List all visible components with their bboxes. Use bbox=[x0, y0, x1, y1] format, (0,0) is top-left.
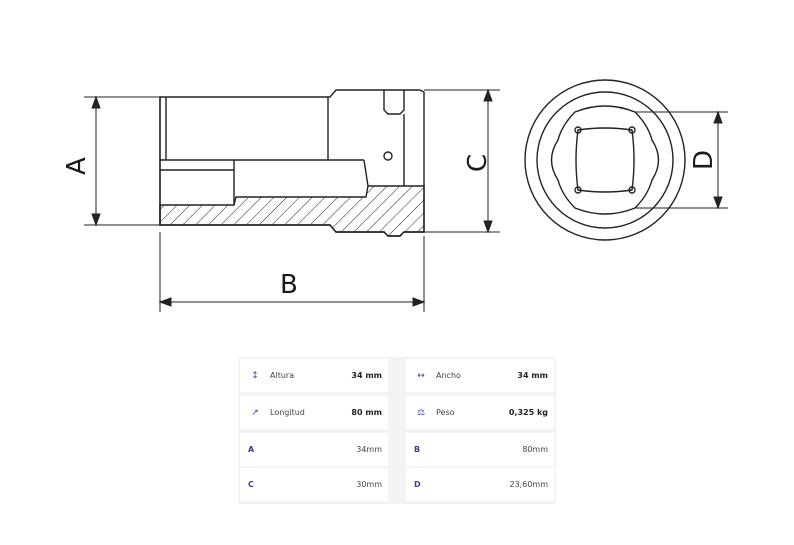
label-c: C bbox=[463, 154, 493, 172]
dimension-a bbox=[84, 95, 160, 227]
spec-row: A 34mm B 80mm bbox=[238, 433, 556, 467]
label-b: B bbox=[280, 270, 298, 300]
spec-value: 34 mm bbox=[351, 371, 382, 380]
socket-technical-drawing: A C B D bbox=[62, 79, 728, 312]
spec-cell-width: ↔ Ancho 34 mm bbox=[406, 359, 554, 392]
spec-key: A bbox=[248, 445, 255, 454]
spec-label: Ancho bbox=[436, 371, 461, 380]
spec-value: 34 mm bbox=[517, 371, 548, 380]
weight-icon: ⚖ bbox=[416, 407, 426, 418]
dimension-d bbox=[635, 110, 728, 210]
length-arrow-icon: ↗ bbox=[251, 407, 259, 418]
spec-value: 23,60mm bbox=[509, 480, 549, 489]
spec-label: Peso bbox=[436, 408, 455, 417]
spec-cell-c: C 30mm bbox=[240, 468, 388, 501]
spec-cell-a: A 34mm bbox=[240, 433, 388, 466]
spec-row: ↗ Longitud 80 mm ⚖ Peso 0,325 kg bbox=[238, 396, 556, 430]
front-view bbox=[524, 79, 686, 241]
width-arrows-icon: ↔ bbox=[417, 370, 425, 381]
side-view bbox=[159, 89, 425, 237]
spec-key: D bbox=[414, 480, 421, 489]
spec-value: 0,325 kg bbox=[508, 408, 548, 417]
spec-cell-b: B 80mm bbox=[406, 433, 554, 466]
spec-label: Altura bbox=[270, 371, 295, 380]
spec-cell-height: ↕ Altura 34 mm bbox=[240, 359, 388, 392]
dimension-b bbox=[158, 232, 426, 312]
spec-key: C bbox=[248, 480, 254, 489]
spec-row: ↕ Altura 34 mm ↔ Ancho 34 mm bbox=[238, 359, 556, 393]
label-a: A bbox=[62, 157, 92, 175]
spec-cell-d: D 23,60mm bbox=[406, 468, 554, 501]
spec-value: 30mm bbox=[356, 480, 382, 489]
spec-cell-length: ↗ Longitud 80 mm bbox=[240, 396, 388, 429]
spec-label: Longitud bbox=[270, 408, 305, 417]
spec-value: 80mm bbox=[522, 445, 548, 454]
spec-row: C 30mm D 23,60mm bbox=[238, 468, 556, 502]
spec-key: B bbox=[414, 445, 421, 454]
dimension-c bbox=[424, 88, 500, 234]
spec-value: 34mm bbox=[356, 445, 382, 454]
specifications-table: ↕ Altura 34 mm ↔ Ancho 34 mm ↗ Longitud … bbox=[238, 357, 556, 504]
label-d: D bbox=[689, 150, 719, 170]
spec-value: 80 mm bbox=[351, 408, 382, 417]
height-arrows-icon: ↕ bbox=[251, 370, 259, 381]
spec-cell-weight: ⚖ Peso 0,325 kg bbox=[406, 396, 554, 429]
